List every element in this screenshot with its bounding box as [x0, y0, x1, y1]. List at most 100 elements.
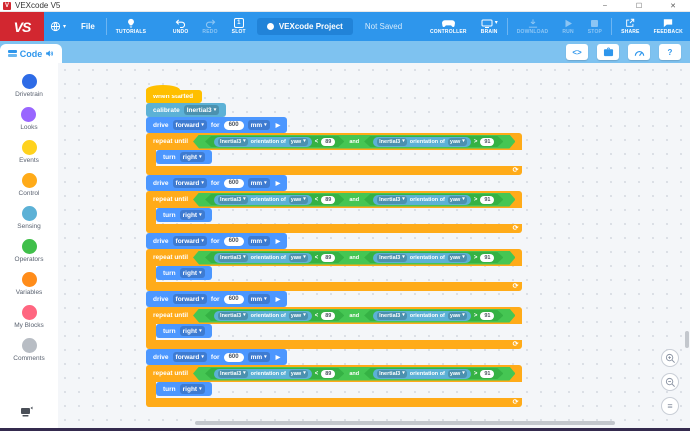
- redo-button[interactable]: REDO: [195, 12, 224, 41]
- slot-button[interactable]: 1 SLOT: [225, 12, 253, 41]
- drive-distance-input[interactable]: 600: [223, 294, 244, 304]
- code-viewer-button[interactable]: <>: [566, 44, 588, 60]
- axis-dropdown[interactable]: yaw▾: [449, 312, 465, 319]
- orientation-sensing-block[interactable]: Inertial3▾ orientation of yaw▾: [214, 311, 312, 321]
- sensor-dropdown[interactable]: Inertial3▾: [379, 370, 405, 377]
- greater-than-value-input[interactable]: 91: [480, 138, 494, 146]
- turn-block[interactable]: turn right▾: [156, 324, 212, 338]
- drive-unit-dropdown[interactable]: mm▾: [247, 120, 270, 130]
- tab-code[interactable]: Code: [0, 44, 62, 63]
- category-drivetrain[interactable]: Drivetrain: [15, 74, 43, 98]
- close-button[interactable]: ✕: [670, 2, 676, 10]
- category-variables[interactable]: Variables: [16, 272, 42, 296]
- expand-arrow-icon[interactable]: ▶: [275, 180, 281, 187]
- drive-direction-dropdown[interactable]: forward▾: [172, 352, 207, 362]
- reset-zoom-button[interactable]: ≡: [661, 397, 679, 415]
- category-comments[interactable]: Comments: [13, 338, 45, 362]
- toolbox-button[interactable]: [597, 44, 619, 60]
- orientation-sensing-block[interactable]: Inertial3▾ orientation of yaw▾: [373, 369, 471, 379]
- sensor-dropdown[interactable]: Inertial3▾: [379, 138, 405, 145]
- block-canvas[interactable]: when started calibrate Inertial3▾ drive …: [58, 63, 690, 428]
- orientation-sensing-block[interactable]: Inertial3▾ orientation of yaw▾: [214, 195, 312, 205]
- drive-unit-dropdown[interactable]: mm▾: [247, 294, 270, 304]
- less-than-operator-block[interactable]: Inertial3▾ orientation of yaw▾ < 89: [205, 194, 344, 205]
- drive-distance-input[interactable]: 600: [223, 178, 244, 188]
- repeat-until-block[interactable]: repeat until Inertial3▾ orientation of y…: [146, 307, 523, 349]
- dashboard-button[interactable]: [628, 44, 650, 60]
- axis-dropdown[interactable]: yaw▾: [290, 196, 306, 203]
- greater-than-value-input[interactable]: 91: [480, 370, 494, 378]
- repeat-until-block[interactable]: repeat until Inertial3▾ orientation of y…: [146, 249, 523, 291]
- repeat-until-block[interactable]: repeat until Inertial3▾ orientation of y…: [146, 191, 523, 233]
- share-button[interactable]: SHARE: [614, 12, 647, 41]
- axis-dropdown[interactable]: yaw▾: [290, 370, 306, 377]
- less-than-value-input[interactable]: 89: [321, 312, 335, 320]
- zoom-out-button[interactable]: [661, 373, 679, 391]
- less-than-operator-block[interactable]: Inertial3▾ orientation of yaw▾ < 89: [205, 368, 344, 379]
- horizontal-scrollbar[interactable]: [195, 421, 615, 425]
- controller-button[interactable]: CONTROLLER: [423, 12, 474, 41]
- feedback-button[interactable]: FEEDBACK: [647, 12, 690, 41]
- drive-direction-dropdown[interactable]: forward▾: [172, 294, 207, 304]
- drive-block[interactable]: drive forward▾ for 600 mm▾ ▶: [146, 233, 288, 249]
- orientation-sensing-block[interactable]: Inertial3▾ orientation of yaw▾: [373, 311, 471, 321]
- and-operator-block[interactable]: Inertial3▾ orientation of yaw▾ < 89 and …: [193, 251, 515, 265]
- undo-button[interactable]: UNDO: [166, 12, 196, 41]
- less-than-operator-block[interactable]: Inertial3▾ orientation of yaw▾ < 89: [205, 310, 344, 321]
- less-than-operator-block[interactable]: Inertial3▾ orientation of yaw▾ < 89: [205, 136, 344, 147]
- calibrate-device-dropdown[interactable]: Inertial3▾: [183, 105, 220, 115]
- drive-block[interactable]: drive forward▾ for 600 mm▾ ▶: [146, 117, 288, 133]
- and-operator-block[interactable]: Inertial3▾ orientation of yaw▾ < 89 and …: [193, 367, 515, 381]
- vertical-scrollbar[interactable]: [685, 331, 689, 348]
- turn-direction-dropdown[interactable]: right▾: [179, 152, 205, 162]
- less-than-operator-block[interactable]: Inertial3▾ orientation of yaw▾ < 89: [205, 252, 344, 263]
- drive-distance-input[interactable]: 600: [223, 352, 244, 362]
- and-operator-block[interactable]: Inertial3▾ orientation of yaw▾ < 89 and …: [193, 193, 515, 207]
- turn-direction-dropdown[interactable]: right▾: [179, 210, 205, 220]
- category-control[interactable]: Control: [19, 173, 39, 197]
- axis-dropdown[interactable]: yaw▾: [290, 312, 306, 319]
- drive-distance-input[interactable]: 600: [223, 236, 244, 246]
- turn-block[interactable]: turn right▾: [156, 208, 212, 222]
- turn-direction-dropdown[interactable]: right▾: [179, 326, 205, 336]
- drive-unit-dropdown[interactable]: mm▾: [247, 352, 270, 362]
- drive-unit-dropdown[interactable]: mm▾: [247, 236, 270, 246]
- axis-dropdown[interactable]: yaw▾: [449, 138, 465, 145]
- file-menu[interactable]: File: [81, 22, 95, 31]
- orientation-sensing-block[interactable]: Inertial3▾ orientation of yaw▾: [214, 369, 312, 379]
- category-operators[interactable]: Operators: [15, 239, 43, 263]
- expand-arrow-icon[interactable]: ▶: [275, 296, 281, 303]
- greater-than-value-input[interactable]: 91: [480, 196, 494, 204]
- when-started-block[interactable]: when started: [146, 85, 202, 103]
- axis-dropdown[interactable]: yaw▾: [290, 254, 306, 261]
- axis-dropdown[interactable]: yaw▾: [449, 254, 465, 261]
- category-my-blocks[interactable]: My Blocks: [14, 305, 44, 329]
- drive-unit-dropdown[interactable]: mm▾: [247, 178, 270, 188]
- sensor-dropdown[interactable]: Inertial3▾: [220, 312, 246, 319]
- calibrate-block[interactable]: calibrate Inertial3▾: [146, 103, 227, 117]
- drive-distance-input[interactable]: 600: [223, 120, 244, 130]
- category-sensing[interactable]: Sensing: [17, 206, 41, 230]
- drive-direction-dropdown[interactable]: forward▾: [172, 120, 207, 130]
- greater-than-value-input[interactable]: 91: [480, 254, 494, 262]
- orientation-sensing-block[interactable]: Inertial3▾ orientation of yaw▾: [214, 137, 312, 147]
- download-button[interactable]: DOWNLOAD: [510, 12, 556, 41]
- brain-button[interactable]: ▾ BRAIN: [474, 12, 505, 41]
- repeat-until-block[interactable]: repeat until Inertial3▾ orientation of y…: [146, 365, 523, 407]
- stop-button[interactable]: STOP: [581, 12, 609, 41]
- turn-direction-dropdown[interactable]: right▾: [179, 384, 205, 394]
- sensor-dropdown[interactable]: Inertial3▾: [220, 138, 246, 145]
- greater-than-operator-block[interactable]: Inertial3▾ orientation of yaw▾ > 91: [364, 136, 503, 147]
- axis-dropdown[interactable]: yaw▾: [449, 196, 465, 203]
- axis-dropdown[interactable]: yaw▾: [290, 138, 306, 145]
- less-than-value-input[interactable]: 89: [321, 370, 335, 378]
- tutorials-button[interactable]: TUTORIALS: [109, 12, 153, 41]
- orientation-sensing-block[interactable]: Inertial3▾ orientation of yaw▾: [214, 253, 312, 263]
- drive-direction-dropdown[interactable]: forward▾: [172, 236, 207, 246]
- sensor-dropdown[interactable]: Inertial3▾: [220, 196, 246, 203]
- drive-block[interactable]: drive forward▾ for 600 mm▾ ▶: [146, 175, 288, 191]
- help-button[interactable]: ?: [659, 44, 681, 60]
- sensor-dropdown[interactable]: Inertial3▾: [220, 370, 246, 377]
- sensor-dropdown[interactable]: Inertial3▾: [379, 196, 405, 203]
- sensor-dropdown[interactable]: Inertial3▾: [379, 254, 405, 261]
